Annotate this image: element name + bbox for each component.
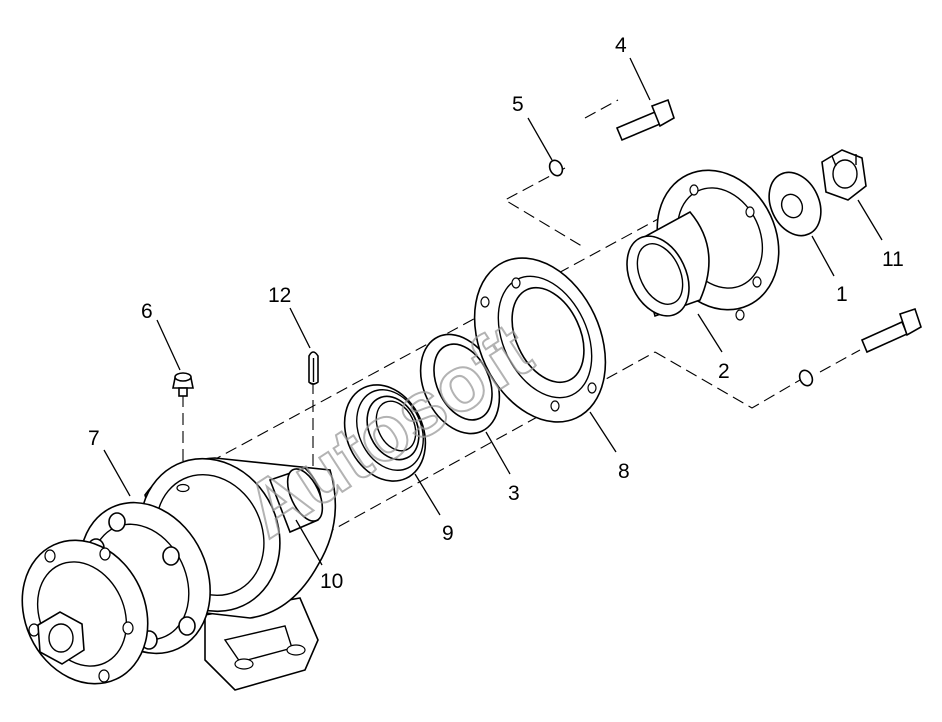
part-6-grease-nipple [172, 372, 194, 397]
callout-leader-lines [103, 57, 883, 566]
callout-1: 1 [836, 283, 848, 306]
callout-6: 6 [141, 300, 153, 323]
part-5-lock-washer-upper [548, 159, 564, 177]
callout-labels: 4 5 11 1 2 12 6 7 8 3 9 10 [88, 34, 904, 593]
part-7-housing-assembly [21, 457, 337, 691]
callout-2: 2 [718, 360, 730, 383]
part-1-washer [768, 171, 822, 237]
part-9-seal [343, 384, 427, 482]
callout-8: 8 [618, 460, 630, 483]
part-8-bearing-flange [473, 257, 607, 423]
part-11-castle-nut [821, 149, 867, 201]
callout-5: 5 [512, 93, 524, 116]
callout-12: 12 [268, 284, 291, 307]
watermark: Autosoft [229, 306, 546, 554]
part-4-bolt-upper [615, 98, 675, 142]
callout-7: 7 [88, 427, 100, 450]
callout-4: 4 [615, 34, 627, 57]
callout-11: 11 [882, 248, 904, 271]
callout-9: 9 [442, 522, 454, 545]
callout-10: 10 [320, 570, 343, 593]
callout-3: 3 [508, 482, 520, 505]
part-3-spacer-ring [419, 333, 501, 435]
part-12-cotter-pin [308, 351, 319, 385]
part-4-bolt-lower [860, 307, 922, 354]
part-5-lock-washer-lower [798, 369, 814, 387]
part-2-flanged-hub [626, 169, 780, 321]
